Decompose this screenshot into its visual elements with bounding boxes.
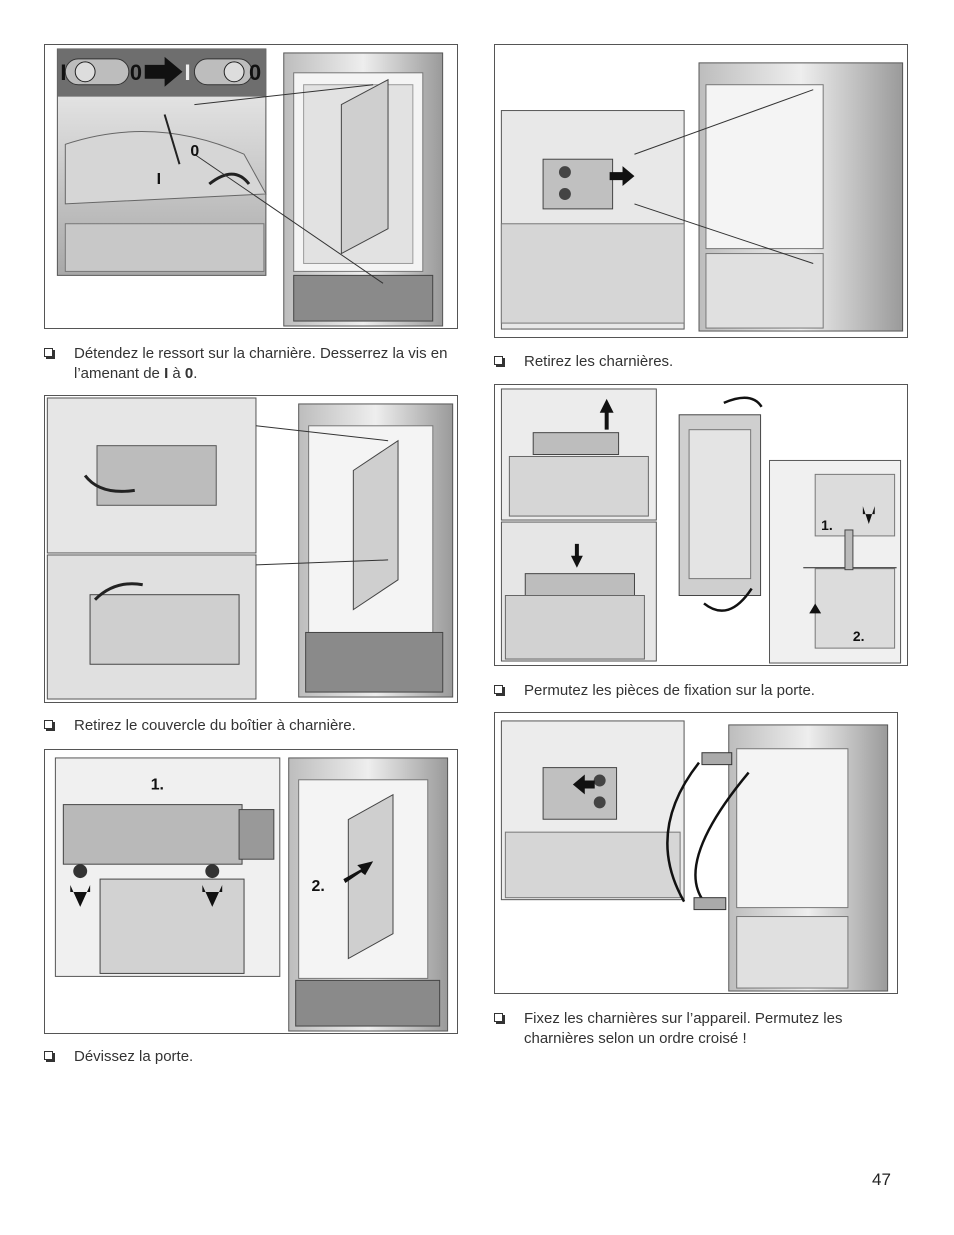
step-2-text: Retirez le couvercle du boîtier à charni… xyxy=(74,717,356,734)
step-1-end: . xyxy=(193,365,198,382)
step-4-text: Retirez les charnières. xyxy=(524,353,674,370)
checkbox-icon xyxy=(494,1013,505,1024)
illustration-hinge-screw: I 0 I 0 I 0 xyxy=(56,48,444,327)
label-step-2: 2. xyxy=(312,878,325,895)
instruction-step-6: Fixez les charnières sur l’appareil. Per… xyxy=(494,1009,894,1049)
label-screw-0: 0 xyxy=(190,143,199,160)
illustration-unscrew-door: 1. 2. xyxy=(54,757,449,1032)
label-step-1: 1. xyxy=(151,777,164,794)
label-step-1: 1. xyxy=(821,517,833,533)
step-1-bold-i: I xyxy=(164,365,169,382)
figure-unscrew-door: 1. 2. xyxy=(44,749,458,1034)
step-3-text: Dévissez la porte. xyxy=(74,1048,194,1065)
step-1-mid: à xyxy=(168,365,185,382)
figure-remove-hinges xyxy=(494,44,908,338)
illustration-swap-fixings: 1. 2. xyxy=(500,388,902,664)
step-5-text: Permutez les pièces de fixation sur la p… xyxy=(524,682,815,699)
checkbox-icon xyxy=(44,1051,55,1062)
instruction-step-1: Détendez le ressort sur la charnière. De… xyxy=(44,344,464,384)
step-1-bold-0: 0 xyxy=(184,365,194,382)
page-number: 47 xyxy=(872,1170,891,1189)
illustration-hinge-cover xyxy=(46,397,454,700)
figure-loosen-hinge-spring: I 0 I 0 I 0 xyxy=(44,44,458,329)
step-6-text: Fixez les charnières sur l’appareil. Per… xyxy=(524,1010,843,1047)
label-position-0-after: 0 xyxy=(249,60,261,85)
instruction-step-2: Retirez le couvercle du boîtier à charni… xyxy=(44,716,464,736)
step-1-text: Détendez le ressort sur la charnière. De… xyxy=(74,345,448,382)
figure-swap-door-fixings: 1. 2. xyxy=(494,384,908,666)
label-screw-i: I xyxy=(157,171,161,188)
instruction-step-4: Retirez les charnières. xyxy=(494,352,914,372)
illustration-fix-hinges xyxy=(500,720,889,992)
figure-remove-hinge-cover xyxy=(44,395,458,703)
instruction-step-3: Dévissez la porte. xyxy=(44,1047,464,1067)
instruction-step-5: Permutez les pièces de fixation sur la p… xyxy=(494,681,914,701)
checkbox-icon xyxy=(494,685,505,696)
label-position-i-after: I xyxy=(184,60,190,85)
illustration-remove-hinges xyxy=(500,62,904,332)
checkbox-icon xyxy=(44,348,55,359)
checkbox-icon xyxy=(44,720,55,731)
figure-fix-hinges-crosswise xyxy=(494,712,898,994)
label-position-0: 0 xyxy=(130,60,142,85)
label-position-i: I xyxy=(60,60,66,85)
label-step-2: 2. xyxy=(853,628,865,644)
checkbox-icon xyxy=(494,356,505,367)
